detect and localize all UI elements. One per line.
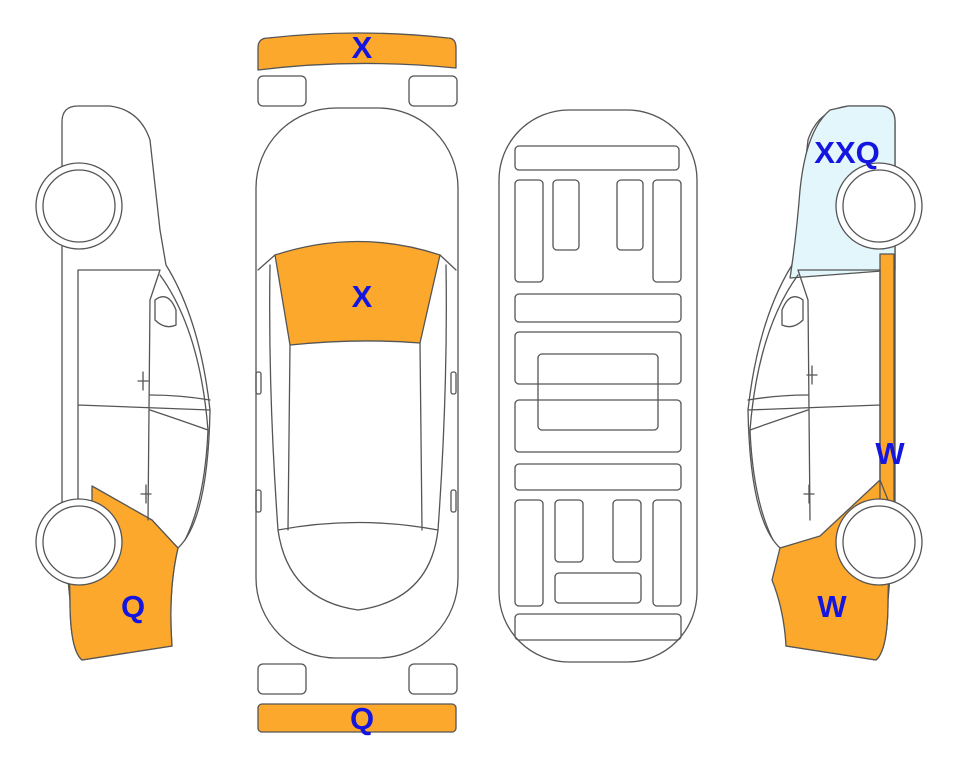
marker-windshield: X	[352, 279, 373, 314]
marker-right-rear-quarter: W	[817, 589, 847, 624]
right-side-view	[747, 105, 923, 661]
marker-right-front-fender: XXQ	[814, 135, 879, 170]
front-bumper-panel[interactable]	[257, 32, 457, 71]
right-rear-wheel	[835, 498, 923, 586]
top-view-body	[255, 107, 459, 659]
front-left-light	[257, 75, 307, 107]
right-front-wheel	[835, 162, 923, 250]
rear-right-light	[408, 663, 458, 695]
left-front-wheel	[35, 162, 123, 250]
front-right-light	[408, 75, 458, 107]
rear-left-light	[257, 663, 307, 695]
marker-left-rear-quarter: Q	[121, 589, 145, 624]
top-view	[255, 32, 459, 733]
marker-rear-bumper: Q	[350, 701, 374, 736]
left-rear-wheel	[35, 498, 123, 586]
underbody-outline	[498, 109, 698, 663]
underbody-view	[498, 109, 698, 663]
damage-markers: X X Q Q XXQ W W	[121, 30, 905, 736]
marker-right-rocker: W	[875, 436, 905, 471]
marker-front-bumper: X	[352, 30, 373, 65]
rear-bumper-panel[interactable]	[257, 703, 457, 733]
left-side-view	[35, 105, 211, 661]
